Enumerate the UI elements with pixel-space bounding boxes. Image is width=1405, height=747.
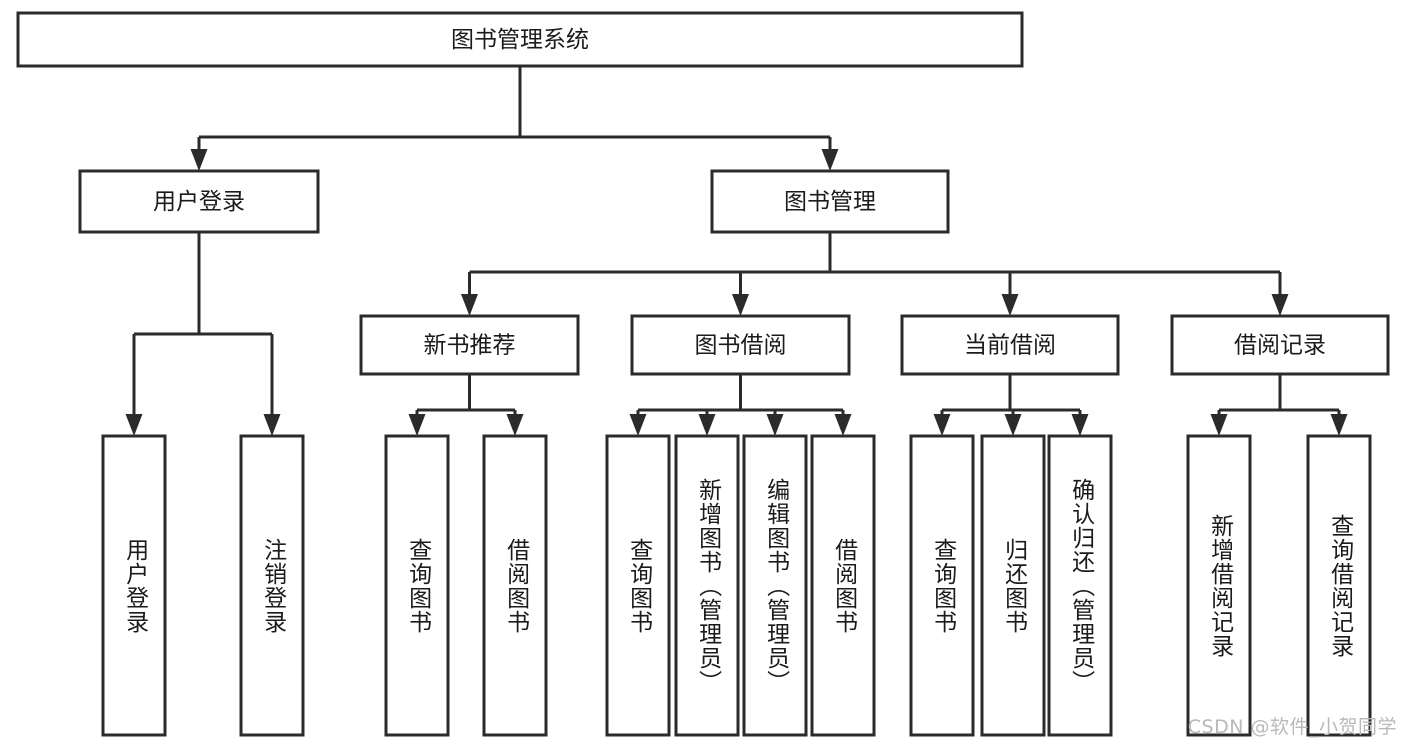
connector-layer — [125, 66, 1348, 436]
node-borrow-record-rect[interactable] — [1170, 314, 1390, 376]
root-arrow-0 — [190, 149, 208, 171]
book-manage-arrow-2 — [1001, 294, 1019, 316]
book-borrow-arrow-3 — [834, 414, 852, 436]
node-book-manage-label: 图书管理 — [784, 189, 876, 215]
node-new-book-recommend-label: 新书推荐 — [424, 333, 516, 359]
new-book-recommend-arrow-0 — [408, 414, 426, 436]
node-current-borrow-label: 当前借阅 — [964, 333, 1056, 359]
node-book-borrow[interactable]: 图书借阅 — [630, 314, 851, 376]
node-user-login-label: 用户登录 — [153, 189, 245, 215]
node-leaf-query-book-borrow[interactable] — [605, 434, 671, 737]
new-book-recommend-arrow-1 — [506, 414, 524, 436]
book-manage-arrow-0 — [461, 294, 478, 316]
node-user-login[interactable]: 用户登录 — [78, 169, 320, 234]
node-leaf-query-record[interactable] — [1306, 434, 1372, 737]
node-borrow-record-label: 借阅记录 — [1234, 333, 1326, 359]
node-root[interactable]: 图书管理系统 — [16, 11, 1024, 68]
node-user-login-rect[interactable] — [78, 169, 320, 234]
node-new-book-recommend[interactable]: 新书推荐 — [359, 314, 580, 376]
borrow-record-arrow-0 — [1210, 414, 1228, 436]
node-book-manage-rect[interactable] — [710, 169, 950, 234]
current-borrow-arrow-2 — [1071, 414, 1089, 436]
user-login-arrow-1 — [263, 414, 281, 436]
node-root-label: 图书管理系统 — [451, 27, 589, 53]
book-borrow-arrow-1 — [698, 414, 716, 436]
node-leaf-edit-book[interactable] — [742, 434, 808, 737]
book-borrow-arrow-2 — [766, 414, 784, 436]
node-leaf-query-book-rec[interactable] — [384, 434, 450, 737]
book-manage-arrow-3 — [1271, 294, 1289, 316]
node-leaf-add-record[interactable] — [1186, 434, 1252, 737]
node-leaf-user-login[interactable] — [101, 434, 167, 737]
node-current-borrow-rect[interactable] — [900, 314, 1120, 376]
node-leaf-user-logout[interactable] — [239, 434, 305, 737]
book-manage-arrow-1 — [732, 294, 749, 316]
user-login-arrow-0 — [125, 414, 143, 436]
node-book-borrow-label: 图书借阅 — [695, 333, 787, 359]
node-root-rect[interactable] — [16, 11, 1024, 68]
node-book-borrow-rect[interactable] — [630, 314, 851, 376]
node-leaf-borrow-book-rec[interactable] — [482, 434, 548, 737]
watermark-text: CSDN @软件_小贺同学 — [1187, 716, 1397, 738]
node-borrow-record[interactable]: 借阅记录 — [1170, 314, 1390, 376]
node-leaf-confirm-return[interactable] — [1047, 434, 1113, 737]
node-new-book-recommend-rect[interactable] — [359, 314, 580, 376]
node-leaf-add-book[interactable] — [674, 434, 740, 737]
node-leaf-borrow-book[interactable] — [810, 434, 876, 737]
node-book-manage[interactable]: 图书管理 — [710, 169, 950, 234]
node-current-borrow[interactable]: 当前借阅 — [900, 314, 1120, 376]
book-borrow-arrow-0 — [629, 414, 647, 436]
node-leaf-return-book[interactable] — [980, 434, 1046, 737]
current-borrow-arrow-1 — [1004, 414, 1022, 436]
current-borrow-arrow-0 — [933, 414, 951, 436]
borrow-record-arrow-1 — [1330, 414, 1348, 436]
node-leaf-query-book-cur[interactable] — [909, 434, 975, 737]
root-arrow-1 — [821, 149, 839, 171]
